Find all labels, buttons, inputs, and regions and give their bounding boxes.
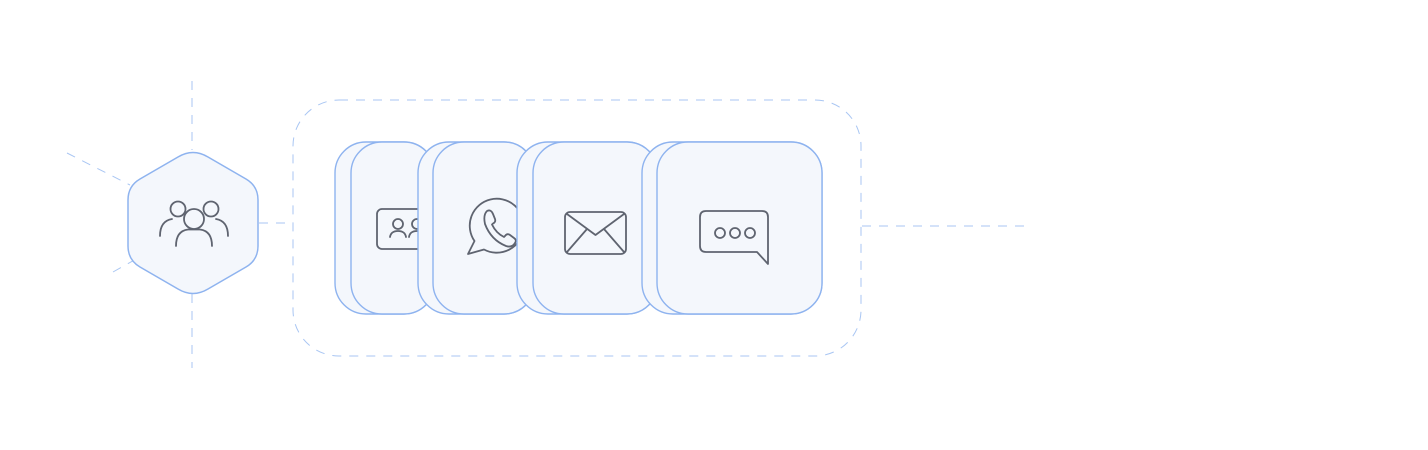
card-front: [656, 141, 823, 315]
card-front: [532, 141, 659, 315]
channel-card-whatsapp: [417, 141, 536, 315]
channel-card-chat: [641, 141, 823, 315]
chat-bubble-icon: [699, 210, 769, 265]
audience-node: [127, 151, 259, 295]
connector-upper-left: [66, 152, 131, 186]
channel-group-outline: [292, 99, 862, 357]
envelope-icon: [564, 211, 627, 255]
channel-cards: [334, 141, 823, 315]
group-users-icon: [159, 200, 229, 247]
channel-card-email: [516, 141, 659, 315]
audience-hexagon: [127, 151, 259, 295]
